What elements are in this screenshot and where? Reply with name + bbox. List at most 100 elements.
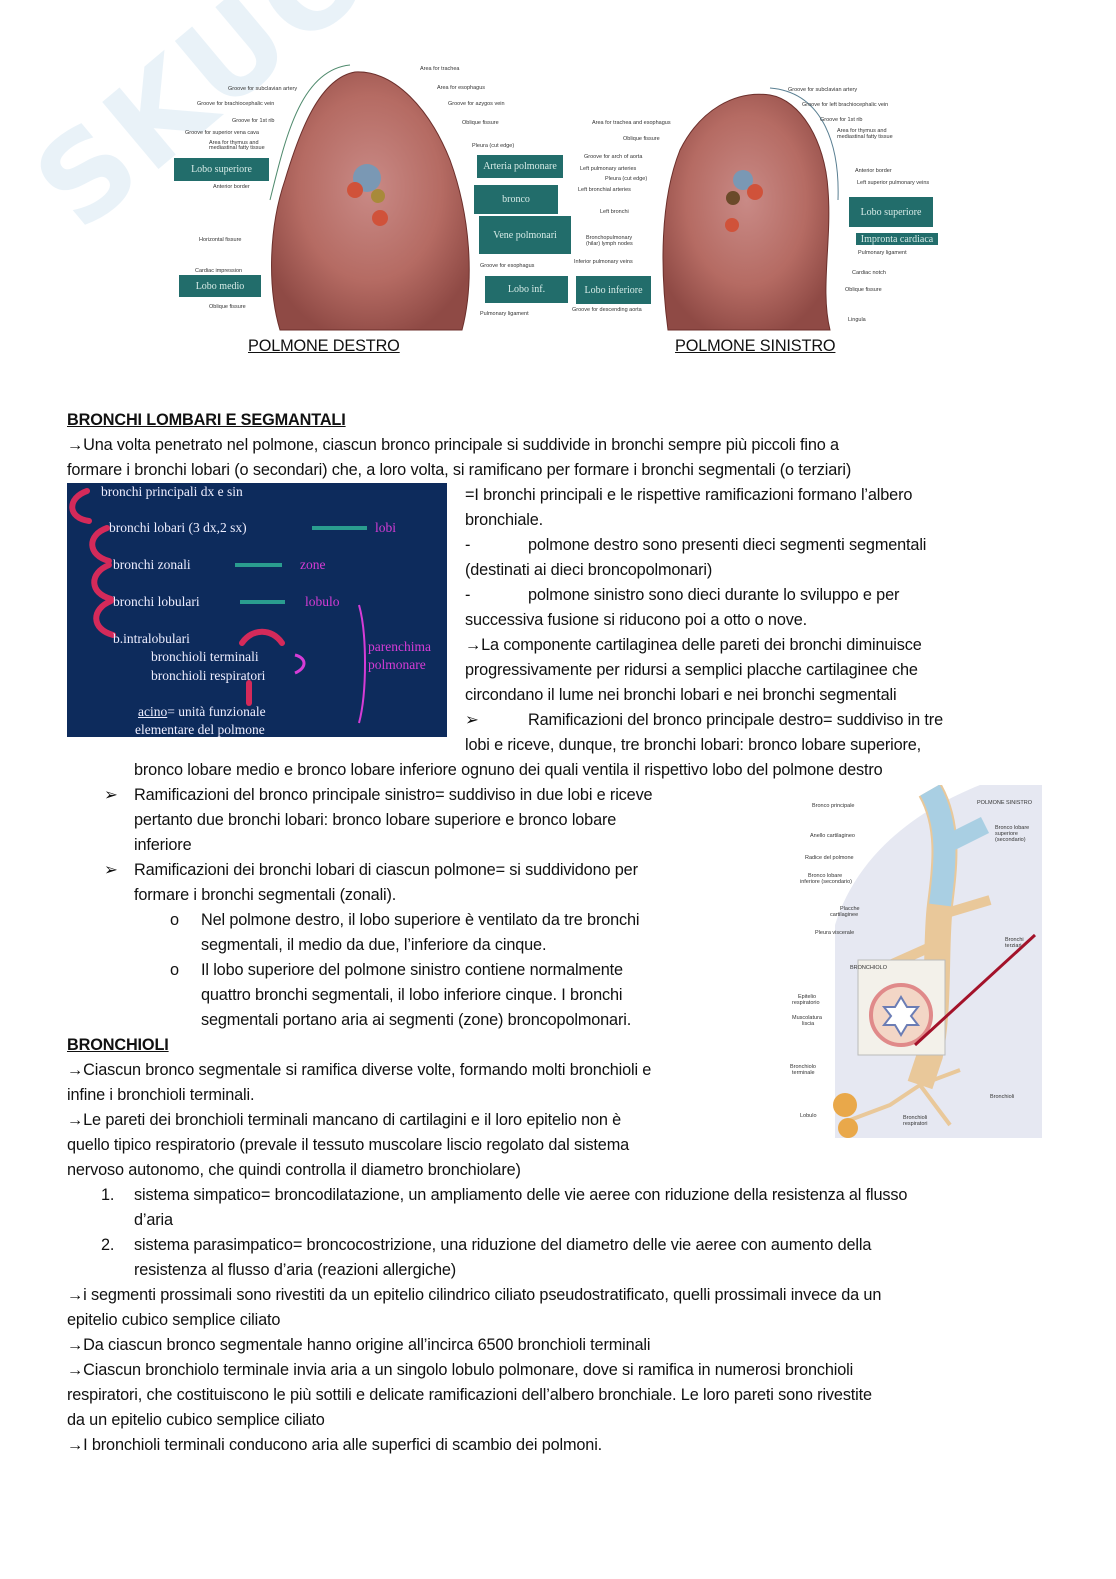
text-line: segmentali portano aria ai segmenti (zon… [201, 1011, 632, 1029]
diagram-level: bronchioli terminali [151, 649, 259, 664]
anatomy-label: cartilaginee [830, 912, 859, 918]
anatomy-label: Lobulo [800, 1113, 817, 1119]
curved-arrow-icon [89, 525, 112, 564]
diagram-level: bronchi lobulari [113, 594, 200, 609]
caption-polmone-sinistro: POLMONE SINISTRO [675, 337, 836, 355]
anatomy-label: Groove for brachiocephalic vein [197, 101, 275, 107]
text-line: →i segmenti prossimali sono rivestiti da… [67, 1286, 882, 1304]
anatomy-label: Left bronchi [600, 209, 629, 215]
diagram-level: bronchioli respiratori [151, 668, 266, 683]
arrow-bullet-icon: ➢ [104, 861, 118, 879]
anatomy-label: Cardiac impression [195, 268, 243, 274]
anatomy-label: Pleura (cut edge) [472, 143, 515, 149]
anatomy-label: Left superior pulmonary veins [857, 180, 930, 186]
anatomy-label: Pleura (cut edge) [605, 176, 648, 182]
pointer-arrow-icon [913, 933, 1037, 1047]
text-line: circondano il lume nei bronchi lobari e … [465, 686, 897, 704]
anatomy-label: Oblique fissure [623, 136, 660, 142]
dash-bullet: - [465, 536, 471, 554]
text-line: (destinati ai dieci broncopolmonari) [465, 561, 713, 579]
anatomy-label: Groove for left brachiocephalic vein [802, 102, 889, 108]
anatomy-label: Bronchioli [903, 1115, 928, 1121]
acino-definition: = unità funzionale [167, 704, 266, 719]
lobe-label-box: Lobo inferiore [575, 275, 652, 305]
right-lung-shape [271, 71, 470, 331]
curved-arrow-icon [294, 653, 306, 675]
text-line: bronco lobare medio e bronco lobare infe… [134, 761, 883, 779]
anatomy-label: Groove for subclavian artery [228, 86, 298, 92]
anatomy-label: inferiore (secondario) [800, 879, 852, 885]
anatomy-label: Bronchioli [990, 1094, 1015, 1100]
text-line: successiva fusione si riducono poi a ott… [465, 611, 807, 629]
anatomy-label: Area for trachea [420, 66, 460, 72]
anatomy-label: Groove for 1st rib [820, 117, 863, 123]
anatomy-label: Lingula [848, 317, 866, 323]
lobe-label-box: Lobo superiore [173, 157, 270, 182]
text-line: d’aria [134, 1211, 173, 1229]
arrow-bullet-icon: ➢ [465, 711, 479, 729]
anatomy-label: Bronco lobare [808, 873, 843, 879]
anatomy-label: Groove for azygos vein [448, 101, 505, 107]
anatomy-label: Area for thymus and [837, 128, 887, 134]
curved-arrow-icon [93, 598, 116, 638]
curved-arrow-icon [91, 562, 114, 602]
diagram-level: bronchi lobari (3 dx,2 sx) [109, 520, 247, 535]
anatomy-label: Bronchi [1005, 937, 1024, 943]
anatomy-label: Anello cartilagineo [810, 833, 855, 839]
diagram-acino: acino= unità funzionale [138, 705, 266, 719]
anatomy-label: Pulmonary ligament [480, 311, 529, 317]
text-line: segmentali, il medio da due, l’inferiore… [201, 936, 547, 954]
text-line: →Una volta penetrato nel polmone, ciascu… [67, 436, 839, 454]
text-line: →I bronchioli terminali conducono aria a… [67, 1436, 603, 1454]
anatomy-label: terziari [1005, 943, 1022, 949]
anatomy-label: Oblique fissure [462, 120, 499, 126]
text-line: resistenza al flusso d’aria (reazioni al… [134, 1261, 457, 1279]
anatomy-label: Bronco principale [812, 803, 855, 809]
text-line: →Le pareti dei bronchioli terminali manc… [67, 1111, 622, 1129]
diagram-level: b.intralobulari [113, 631, 190, 646]
anatomy-label: BRONCHIOLO [850, 965, 887, 971]
brace-icon [358, 604, 366, 724]
text-line: Ramificazioni dei bronchi lobari di cias… [134, 861, 638, 879]
anatomy-label: (hilar) lymph nodes [586, 241, 633, 247]
anatomy-label: Horizontal fissure [199, 237, 242, 243]
heading-bronchioli: BRONCHIOLI [67, 1036, 169, 1054]
text-line: quello tipico respiratorio (prevale il t… [67, 1136, 630, 1154]
anatomy-label: liscia [802, 1021, 815, 1027]
anatomy-label: Groove for superior vena cava [185, 130, 259, 136]
anatomy-label: Bronchopulmonary [586, 235, 633, 241]
lobe-label-box: bronco [473, 184, 559, 215]
diagram-target: lobulo [305, 594, 340, 609]
anatomy-label: Pulmonary ligament [858, 250, 907, 256]
heading-bronchi-lobari: BRONCHI LOMBARI E SEGMANTALI [67, 411, 346, 429]
anatomy-label: Oblique fissure [209, 304, 246, 310]
text-line: polmone sinistro sono dieci durante lo s… [528, 586, 900, 604]
anatomy-label: Placche [840, 906, 860, 912]
text-line: sistema simpatico= broncodilatazione, un… [134, 1186, 908, 1204]
text-line: →Ciascun bronchiolo terminale invia aria… [67, 1361, 854, 1379]
bronchial-hierarchy-diagram [67, 483, 447, 737]
anatomy-label: (secondario) [995, 837, 1026, 843]
acino-word: acino [138, 704, 168, 719]
anatomy-label: Radice del polmone [805, 855, 854, 861]
text-line: pertanto due bronchi lobari: bronco loba… [134, 811, 617, 829]
text-line: Nel polmone destro, il lobo superiore è … [201, 911, 640, 929]
curved-arrow-icon [69, 488, 92, 524]
anatomy-label: Groove for arch of aorta [584, 154, 643, 160]
anatomy-label: Area for trachea and esophagus [592, 120, 671, 126]
dash-bullet: - [465, 586, 471, 604]
list-number: 1. [101, 1186, 115, 1204]
anatomy-label: Left pulmonary arteries [580, 166, 637, 172]
text-line: →Da ciascun bronco segmentale hanno orig… [67, 1336, 651, 1354]
anatomy-label: superiore [995, 831, 1018, 837]
lobe-label-box: Lobo superiore [848, 196, 934, 228]
text-line: →La componente cartilaginea delle pareti… [465, 636, 922, 654]
circle-bullet: o [170, 961, 179, 979]
diagram-acino-line2: elementare del polmone [135, 722, 265, 737]
anatomy-label: Groove for esophagus [480, 263, 535, 269]
anatomy-label: mediastinal fatty tissue [837, 134, 893, 140]
anatomy-label: Anterior border [855, 168, 892, 174]
text-line: quattro bronchi segmentali, il lobo infe… [201, 986, 623, 1004]
anatomy-label: Area for esophagus [437, 85, 486, 91]
arrow-bullet-icon: ➢ [104, 786, 118, 804]
